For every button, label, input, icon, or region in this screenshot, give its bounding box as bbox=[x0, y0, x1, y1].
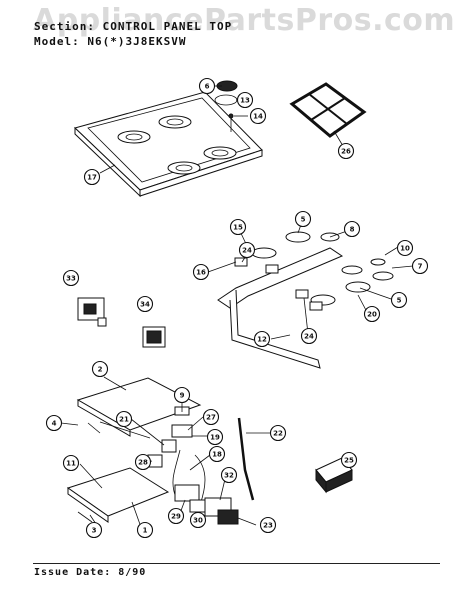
callout-13: 13 bbox=[236, 91, 254, 109]
svg-text:13: 13 bbox=[240, 97, 250, 105]
callout-17: 17 bbox=[83, 168, 101, 186]
svg-text:8: 8 bbox=[350, 226, 355, 234]
svg-text:7: 7 bbox=[418, 263, 423, 271]
svg-text:27: 27 bbox=[206, 414, 216, 422]
svg-text:11: 11 bbox=[66, 460, 76, 468]
spark-module-part[interactable] bbox=[77, 297, 107, 327]
bottom-panel-part[interactable] bbox=[66, 467, 170, 523]
callout-6: 6 bbox=[198, 77, 216, 95]
callout-8: 8 bbox=[343, 220, 361, 238]
callout-24: 24 bbox=[238, 241, 256, 259]
callout-2: 2 bbox=[91, 360, 109, 378]
svg-text:26: 26 bbox=[341, 148, 351, 156]
callout-19: 19 bbox=[206, 428, 224, 446]
issue-date: Issue Date: 8/90 bbox=[34, 567, 147, 578]
grate-part[interactable] bbox=[289, 82, 367, 138]
svg-text:4: 4 bbox=[52, 420, 57, 428]
callout-28: 28 bbox=[134, 453, 152, 471]
svg-text:22: 22 bbox=[273, 430, 283, 438]
svg-text:18: 18 bbox=[212, 451, 222, 459]
svg-text:24: 24 bbox=[304, 333, 314, 341]
svg-text:24: 24 bbox=[242, 247, 252, 255]
callout-33: 33 bbox=[62, 269, 80, 287]
callout-12: 12 bbox=[253, 330, 271, 348]
callout-16: 16 bbox=[192, 263, 210, 281]
callout-10: 10 bbox=[396, 239, 414, 257]
callout-5: 5 bbox=[294, 210, 312, 228]
svg-text:16: 16 bbox=[196, 269, 206, 277]
callout-14: 14 bbox=[249, 107, 267, 125]
callout-24: 24 bbox=[300, 327, 318, 345]
svg-text:28: 28 bbox=[138, 459, 148, 467]
lower-panel-part[interactable] bbox=[76, 377, 202, 439]
callout-3: 3 bbox=[85, 521, 103, 539]
manifold-assembly-part[interactable] bbox=[217, 231, 399, 369]
callout-5: 5 bbox=[390, 291, 408, 309]
footer-rule bbox=[33, 563, 440, 564]
section-title: Section: CONTROL PANEL TOP bbox=[34, 20, 233, 33]
regulator-part[interactable] bbox=[172, 449, 239, 525]
switch-part[interactable] bbox=[142, 326, 166, 348]
svg-text:14: 14 bbox=[253, 113, 263, 121]
callout-18: 18 bbox=[208, 445, 226, 463]
svg-text:12: 12 bbox=[257, 336, 267, 344]
svg-text:5: 5 bbox=[397, 297, 402, 305]
callout-7: 7 bbox=[411, 257, 429, 275]
svg-text:6: 6 bbox=[205, 83, 210, 91]
terminal-block-part[interactable] bbox=[315, 457, 353, 494]
cooktop-part[interactable] bbox=[74, 91, 263, 198]
svg-text:2: 2 bbox=[98, 366, 103, 374]
svg-text:1: 1 bbox=[143, 527, 148, 535]
callout-4: 4 bbox=[45, 414, 63, 432]
callout-29: 29 bbox=[167, 507, 185, 525]
callout-32: 32 bbox=[220, 466, 238, 484]
o-ring-part[interactable] bbox=[214, 94, 238, 106]
callout-21: 21 bbox=[115, 410, 133, 428]
svg-text:5: 5 bbox=[301, 216, 306, 224]
callout-30: 30 bbox=[189, 511, 207, 529]
svg-text:20: 20 bbox=[367, 311, 377, 319]
callout-34: 34 bbox=[136, 295, 154, 313]
gas-tube-part[interactable] bbox=[237, 417, 255, 501]
callout-9: 9 bbox=[173, 386, 191, 404]
model-number: Model: N6(*)3J8EKSVW bbox=[34, 35, 187, 48]
svg-text:19: 19 bbox=[210, 434, 220, 442]
svg-text:3: 3 bbox=[92, 527, 97, 535]
callout-22: 22 bbox=[269, 424, 287, 442]
svg-text:25: 25 bbox=[344, 457, 354, 465]
svg-text:30: 30 bbox=[193, 517, 203, 525]
svg-text:17: 17 bbox=[87, 174, 97, 182]
svg-text:33: 33 bbox=[66, 275, 76, 283]
screw-part[interactable] bbox=[228, 113, 234, 119]
callout-15: 15 bbox=[229, 218, 247, 236]
callout-23: 23 bbox=[259, 516, 277, 534]
callout-25: 25 bbox=[340, 451, 358, 469]
svg-text:21: 21 bbox=[119, 416, 129, 424]
svg-text:10: 10 bbox=[400, 245, 410, 253]
svg-text:15: 15 bbox=[233, 224, 243, 232]
svg-text:9: 9 bbox=[180, 392, 185, 400]
callout-11: 11 bbox=[62, 454, 80, 472]
svg-text:34: 34 bbox=[140, 301, 150, 309]
callout-27: 27 bbox=[202, 408, 220, 426]
svg-text:32: 32 bbox=[224, 472, 234, 480]
svg-text:23: 23 bbox=[263, 522, 273, 530]
callout-20: 20 bbox=[363, 305, 381, 323]
callout-labels: 6131417261558241675202412249272119281822… bbox=[45, 77, 429, 539]
svg-text:29: 29 bbox=[171, 513, 181, 521]
callout-1: 1 bbox=[136, 521, 154, 539]
callout-26: 26 bbox=[337, 142, 355, 160]
